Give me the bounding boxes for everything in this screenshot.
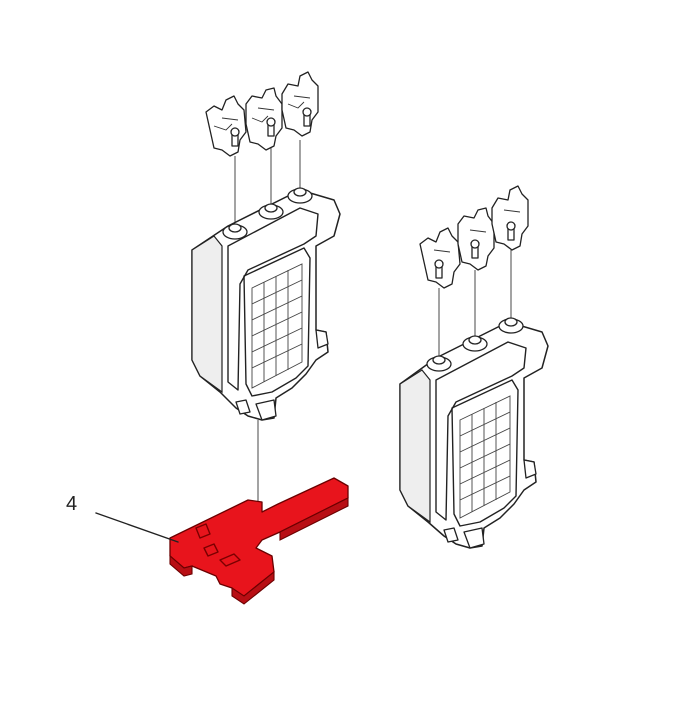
right-clip-row	[419, 185, 529, 289]
right-guide-lines	[438, 250, 512, 356]
right-ink-housing	[399, 317, 549, 549]
callout-4-leader	[95, 512, 179, 543]
part-4-highlighted[interactable]	[169, 477, 349, 605]
left-grid-window	[251, 263, 303, 389]
left-assembly	[191, 71, 341, 540]
right-assembly	[399, 185, 549, 549]
right-grid-window	[459, 395, 511, 519]
callout-label-4[interactable]: 4	[66, 493, 78, 515]
left-clip-row	[205, 71, 319, 157]
left-ink-housing	[191, 187, 341, 421]
